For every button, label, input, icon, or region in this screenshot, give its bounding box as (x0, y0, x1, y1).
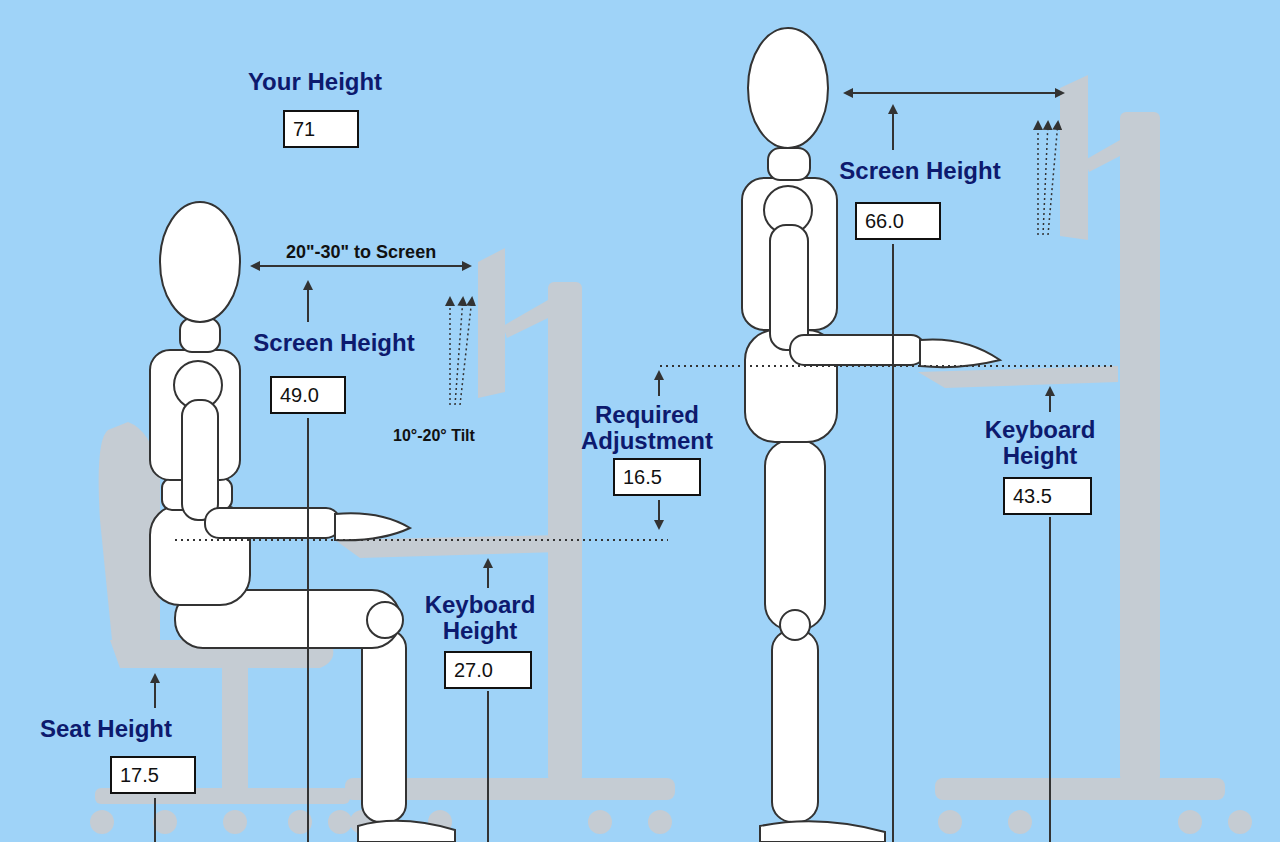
field-heading: Required Adjustment (567, 402, 727, 454)
level-line (175, 366, 1115, 540)
measurement-field: Screen Height 66.0 (829, 158, 1011, 240)
measurement-field: Required Adjustment 16.5 (567, 402, 727, 496)
measurement-field: Screen Height 49.0 (243, 330, 425, 414)
measurement-field: Keyboard Height 43.5 (970, 417, 1110, 515)
distance-label: 20"-30" to Screen (286, 242, 436, 263)
measurement-field: Your Height 71 (225, 69, 405, 148)
standing-mannequin (742, 28, 1000, 842)
value-box: 66.0 (855, 202, 941, 240)
measurement-field: Keyboard Height 27.0 (410, 592, 550, 689)
value-box: 49.0 (270, 376, 346, 414)
standing-cart (918, 75, 1252, 834)
tilt-label: 10°-20° Tilt (393, 427, 475, 445)
field-heading: Screen Height (829, 158, 1011, 184)
value-box: 43.5 (1003, 477, 1092, 515)
field-heading: Keyboard Height (410, 592, 550, 644)
value-box: 71 (283, 110, 359, 148)
measurement-field: Seat Height 17.5 (40, 716, 200, 794)
field-heading: Keyboard Height (970, 417, 1110, 469)
field-heading: Your Height (225, 69, 405, 95)
value-box: 17.5 (110, 756, 196, 794)
sitting-mannequin (150, 202, 455, 842)
field-heading: Screen Height (243, 330, 425, 356)
dimension-arrow (155, 93, 1063, 842)
value-box: 16.5 (613, 458, 701, 496)
tilt-indicator (450, 122, 1058, 405)
value-box: 27.0 (444, 651, 532, 689)
field-heading: Seat Height (40, 716, 200, 742)
